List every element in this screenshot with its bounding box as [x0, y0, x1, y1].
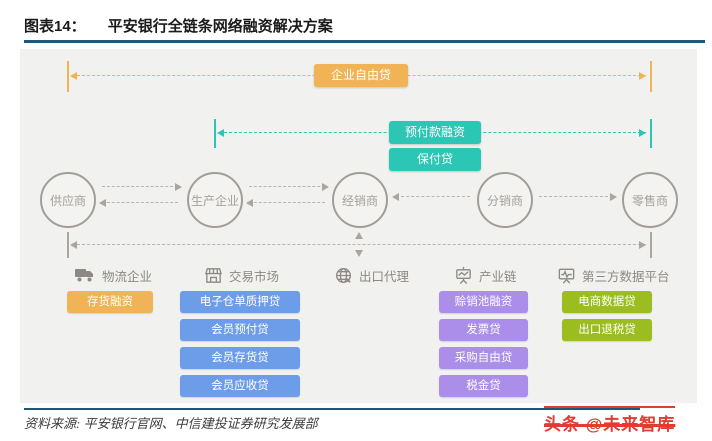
entity-dealer: 经销商 — [332, 172, 388, 228]
gray-endbar-left — [67, 232, 69, 258]
store-icon — [204, 266, 223, 285]
footer-rule — [24, 408, 640, 410]
board-icon — [454, 266, 473, 285]
category-label: 产业链 — [479, 269, 517, 284]
loan-box-prepayment-financing: 预付款融资 — [389, 121, 481, 144]
entity-supplier: 供应商 — [40, 172, 96, 228]
product-box-ecommerce-data-loan: 电商数据贷 — [562, 291, 652, 313]
arrowhead-right-icon — [175, 183, 182, 191]
teal-endbar-left — [214, 119, 216, 148]
category-label: 物流企业 — [102, 269, 153, 284]
entity-distributor: 分销商 — [477, 172, 533, 228]
arrowhead-up-icon — [355, 232, 363, 239]
watermark: 头条 @未来智库 — [544, 406, 676, 435]
monitor-icon — [557, 266, 576, 285]
teal-arrowhead-left-icon — [217, 129, 224, 137]
dashed-line — [102, 202, 178, 203]
arrowhead-left-icon — [70, 241, 77, 249]
dashed-line — [249, 186, 325, 187]
dashed-line — [249, 202, 325, 203]
gray-endbar-right — [650, 232, 652, 258]
source-note: 资料来源: 平安银行官网、中信建投证券研究发展部 — [24, 416, 318, 431]
product-box-export-tax-rebate-loan: 出口退税贷 — [562, 319, 652, 341]
product-box-member-inventory-loan: 会员存货贷 — [180, 347, 300, 369]
category-industry-chain: 产业链 — [454, 265, 517, 285]
arrowhead-left-icon — [392, 193, 399, 201]
category-third-party-data-platform: 第三方数据平台 — [557, 265, 670, 285]
globe-icon — [334, 266, 353, 285]
dashed-line — [102, 186, 178, 187]
figure-title: 平安银行全链条网络融资解决方案 — [107, 18, 333, 35]
product-box-tax-loan: 税金贷 — [439, 375, 528, 397]
dashed-line — [396, 196, 470, 197]
arrowhead-left-icon — [99, 199, 106, 207]
product-box-procurement-free-loan: 采购自由贷 — [439, 347, 528, 369]
entity-retailer: 零售商 — [622, 172, 678, 228]
truck-icon — [74, 266, 96, 284]
bottom-dashed-line — [72, 244, 646, 245]
category-trading-market: 交易市场 — [204, 265, 279, 285]
orange-endbar-right — [650, 61, 652, 92]
orange-arrowhead-right-icon — [639, 72, 646, 80]
product-box-inventory-financing: 存货融资 — [67, 291, 153, 313]
loan-box-guaranteed-payment-loan: 保付贷 — [389, 148, 481, 171]
title-rule — [24, 40, 705, 43]
figure-header: 图表14： 平安银行全链条网络融资解决方案 — [24, 15, 333, 36]
category-export-agent: 出口代理 — [334, 265, 409, 285]
category-logistics: 物流企业 — [74, 265, 152, 285]
orange-endbar-left — [67, 61, 69, 92]
product-box-member-receivable-loan: 会员应收贷 — [180, 375, 300, 397]
arrowhead-right-icon — [610, 193, 617, 201]
dashed-line — [539, 196, 613, 197]
teal-endbar-right — [650, 119, 652, 148]
orange-arrowhead-left-icon — [70, 72, 77, 80]
arrowhead-right-icon — [639, 241, 646, 249]
arrowhead-left-icon — [246, 199, 253, 207]
category-label: 交易市场 — [229, 269, 280, 284]
entity-producer: 生产企业 — [187, 172, 243, 228]
product-box-invoice-loan: 发票贷 — [439, 319, 528, 341]
category-label: 第三方数据平台 — [582, 269, 670, 284]
arrowhead-down-icon — [355, 250, 363, 257]
loan-box-enterprise-free-loan: 企业自由贷 — [314, 64, 408, 87]
arrowhead-right-icon — [322, 183, 329, 191]
category-label: 出口代理 — [359, 269, 410, 284]
product-box-member-prepaid-loan: 会员预付贷 — [180, 319, 300, 341]
product-box-credit-sales-pool-financing: 赊销池融资 — [439, 291, 528, 313]
teal-arrowhead-right-icon — [639, 129, 646, 137]
figure-label: 图表14： — [24, 18, 86, 35]
product-box-ewarehouse-pledge-loan: 电子仓单质押贷 — [180, 291, 300, 313]
